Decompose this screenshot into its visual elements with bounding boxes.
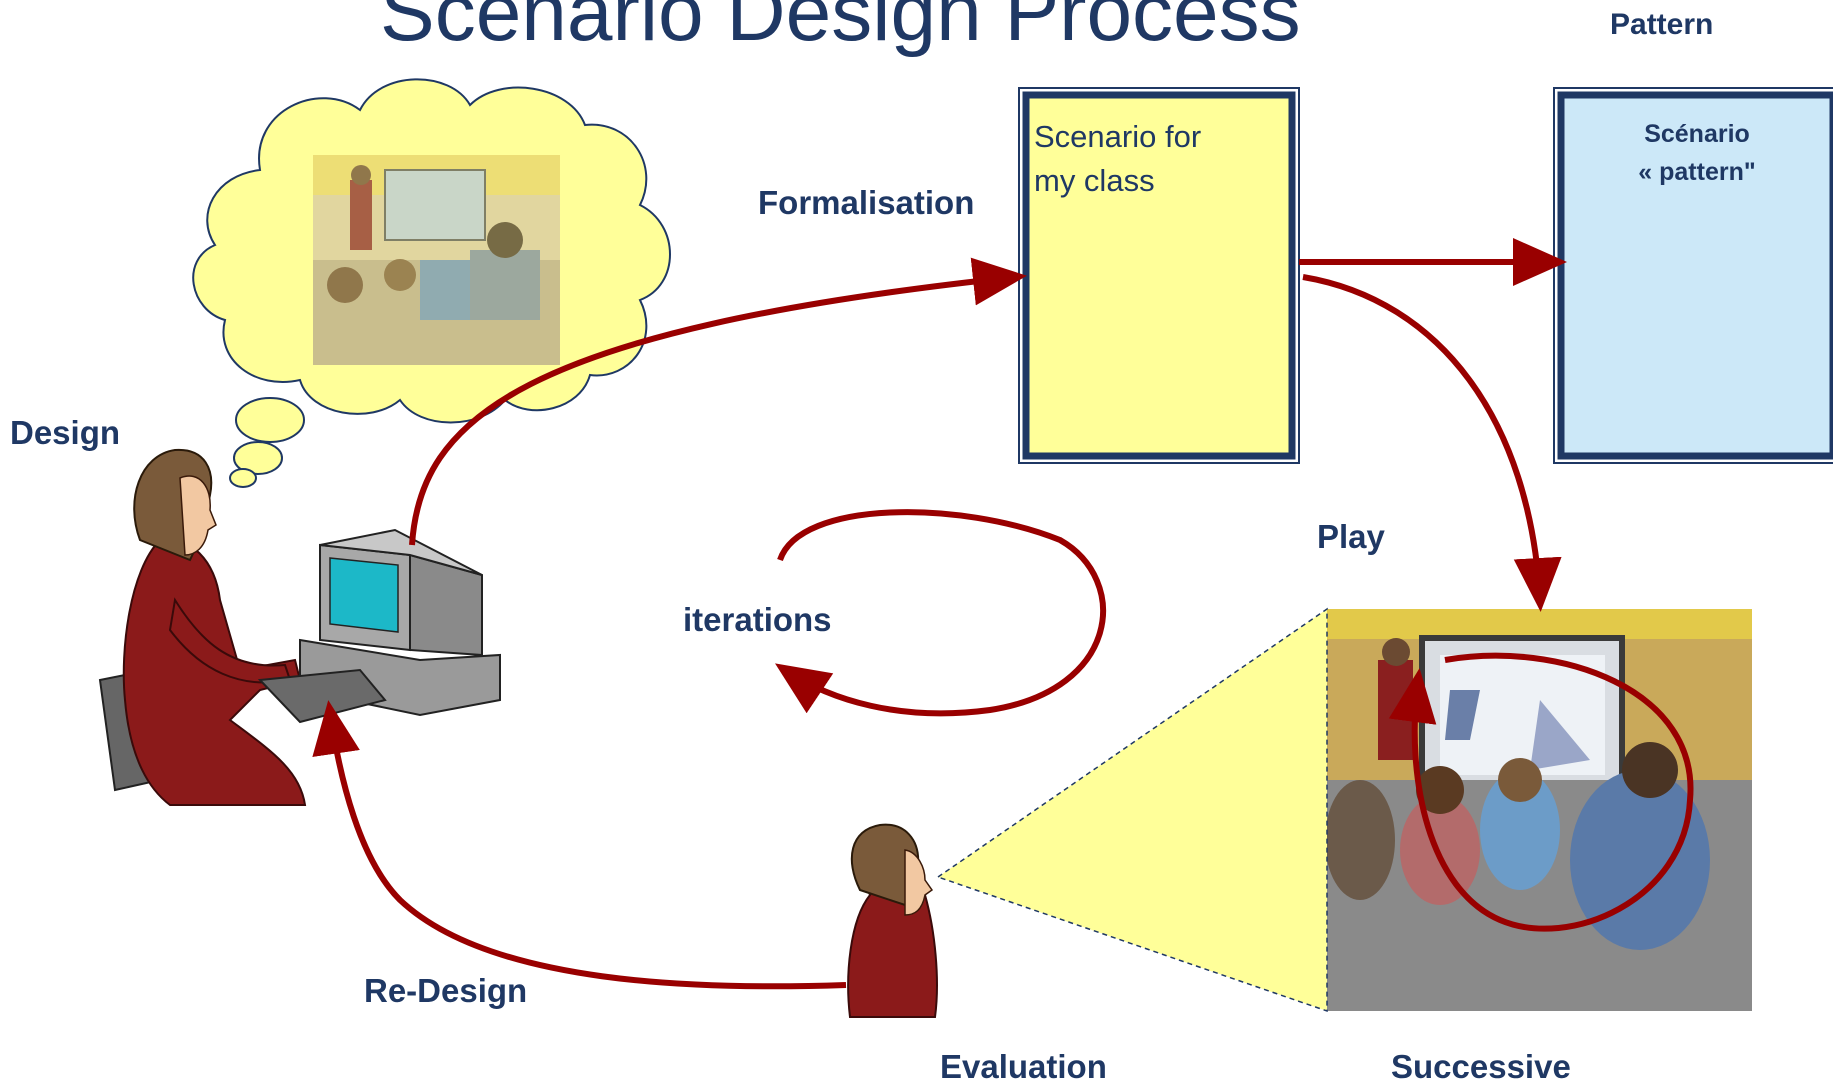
label-evaluation: Evaluation (940, 1048, 1107, 1085)
label-successive: Successive (1391, 1048, 1571, 1085)
label-formalisation: Formalisation (758, 184, 975, 221)
label-iterations: iterations (683, 601, 832, 638)
redesign-arrow (312, 700, 847, 990)
class-scenario-box (1018, 87, 1300, 464)
iterations-arrow (775, 509, 1107, 717)
observer-person-icon (847, 823, 938, 1018)
label-redesign: Re-Design (364, 972, 528, 1009)
classroom-photo-icon (313, 155, 560, 365)
flow-arrows (312, 238, 1694, 990)
classroom-photo-icon (1325, 609, 1752, 1011)
label-design: Design (10, 414, 121, 451)
play-arrow (1302, 274, 1562, 612)
label-play: Play (1317, 518, 1385, 555)
formalisation-arrow (409, 257, 1027, 546)
successive-loop-arrow (1388, 652, 1694, 932)
person-at-computer-icon (98, 448, 501, 806)
page-title: Scenario Design Process (380, 0, 1301, 58)
observation-cone (936, 607, 1328, 1013)
class-scenario-text: Scenario for my class (1034, 119, 1202, 198)
pattern-scenario-text: Scénario « pattern" (1638, 120, 1756, 186)
label-pattern: Pattern (1610, 8, 1714, 41)
